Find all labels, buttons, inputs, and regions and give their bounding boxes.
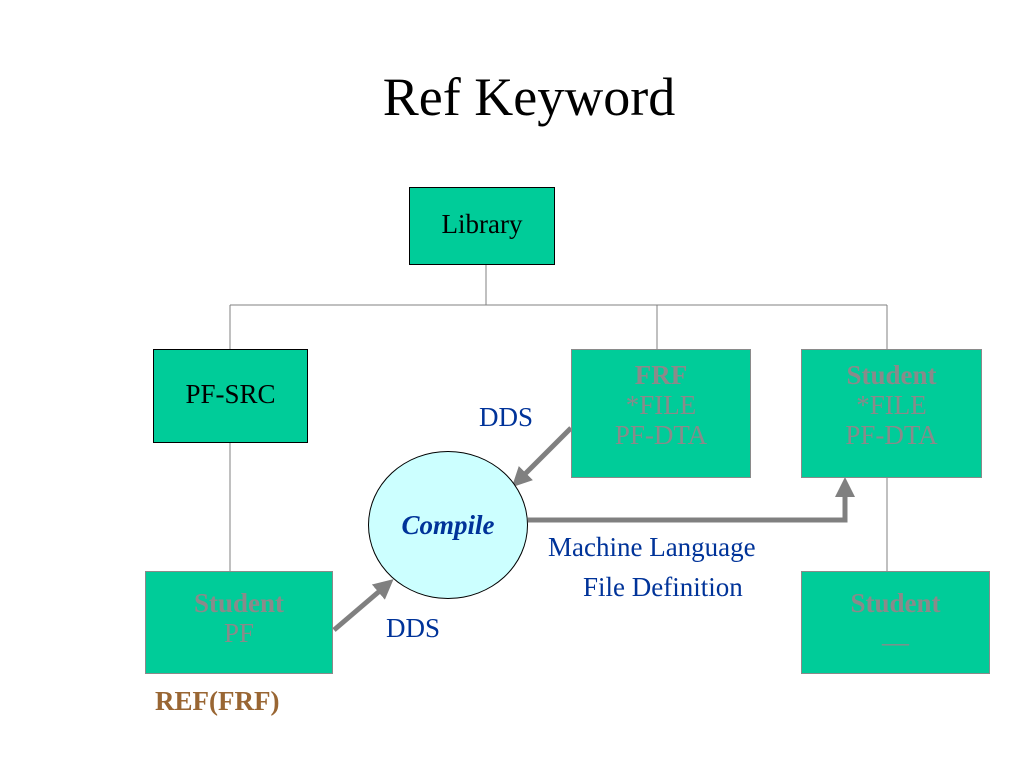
library-label: Library xyxy=(441,209,523,239)
student-pf-type: PF xyxy=(223,618,255,649)
student-file-attr: PF-DTA xyxy=(845,420,938,451)
ref-frf-label: REF(FRF) xyxy=(155,686,280,716)
page-title: Ref Keyword xyxy=(382,67,676,127)
student-object-name: Student xyxy=(850,588,941,618)
student-file-name: Student xyxy=(846,360,937,390)
student-pf-box: Student PF xyxy=(145,571,333,674)
student-file-box: Student *FILE PF-DTA xyxy=(801,349,982,478)
compile-label: Compile xyxy=(401,509,495,540)
machine-language-label: Machine Language xyxy=(548,532,756,562)
arrow-frf-to-compile xyxy=(511,426,573,488)
student-object-box: Student __ xyxy=(801,571,990,674)
frf-type: *FILE xyxy=(625,390,697,421)
dds-bottom-label: DDS xyxy=(386,613,441,643)
frf-box: FRF *FILE PF-DTA xyxy=(571,349,751,478)
frf-name: FRF xyxy=(634,360,688,390)
compile-circle: Compile xyxy=(368,451,528,599)
arrow-compile-to-student-file xyxy=(528,477,855,523)
file-definition-label: File Definition xyxy=(583,572,743,602)
student-pf-name: Student xyxy=(193,588,285,618)
pf-src-box: PF-SRC xyxy=(153,349,308,443)
arrow-student-pf-to-compile xyxy=(332,579,394,632)
pf-src-label: PF-SRC xyxy=(185,379,276,409)
student-object-type: __ xyxy=(882,618,909,649)
dds-top-label: DDS xyxy=(479,402,534,432)
frf-attr: PF-DTA xyxy=(614,420,708,451)
student-file-type: *FILE xyxy=(856,390,927,421)
library-box: Library xyxy=(409,187,555,265)
